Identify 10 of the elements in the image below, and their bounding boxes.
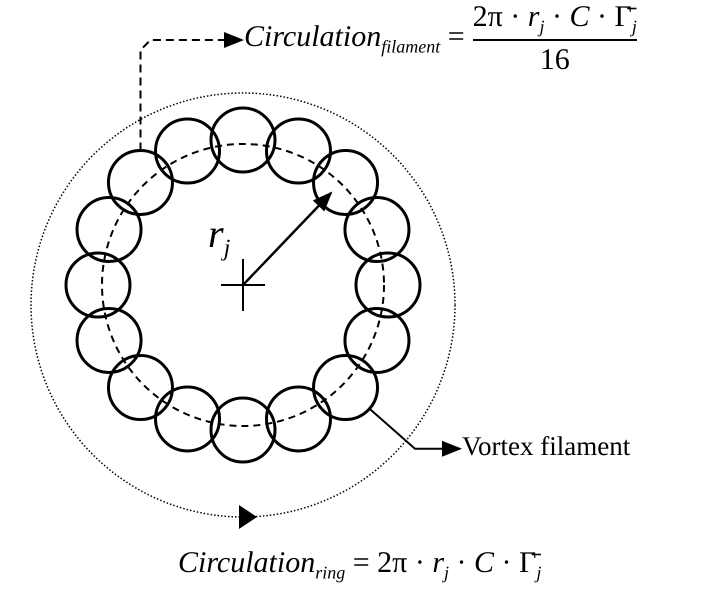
leader-line: [140, 32, 244, 150]
node-label: Vortex filament: [462, 432, 630, 462]
formula-text: Circulation$_{ring}$ = 2π · r$_{j}$ · C · Γ̄$_{j}$: [178, 546, 542, 584]
formula-text: Circulation$_{filament}$ =: [244, 20, 465, 57]
radius-label: r$_{j}$: [208, 212, 230, 262]
filament-circle: [106, 148, 174, 216]
leader-line: [368, 408, 462, 457]
filament-circle: [312, 354, 380, 422]
numerator-text: 2π · r$_{j}$ · C · Γ̄$_{j}$: [472, 0, 637, 38]
denominator-text: 16: [540, 43, 570, 76]
